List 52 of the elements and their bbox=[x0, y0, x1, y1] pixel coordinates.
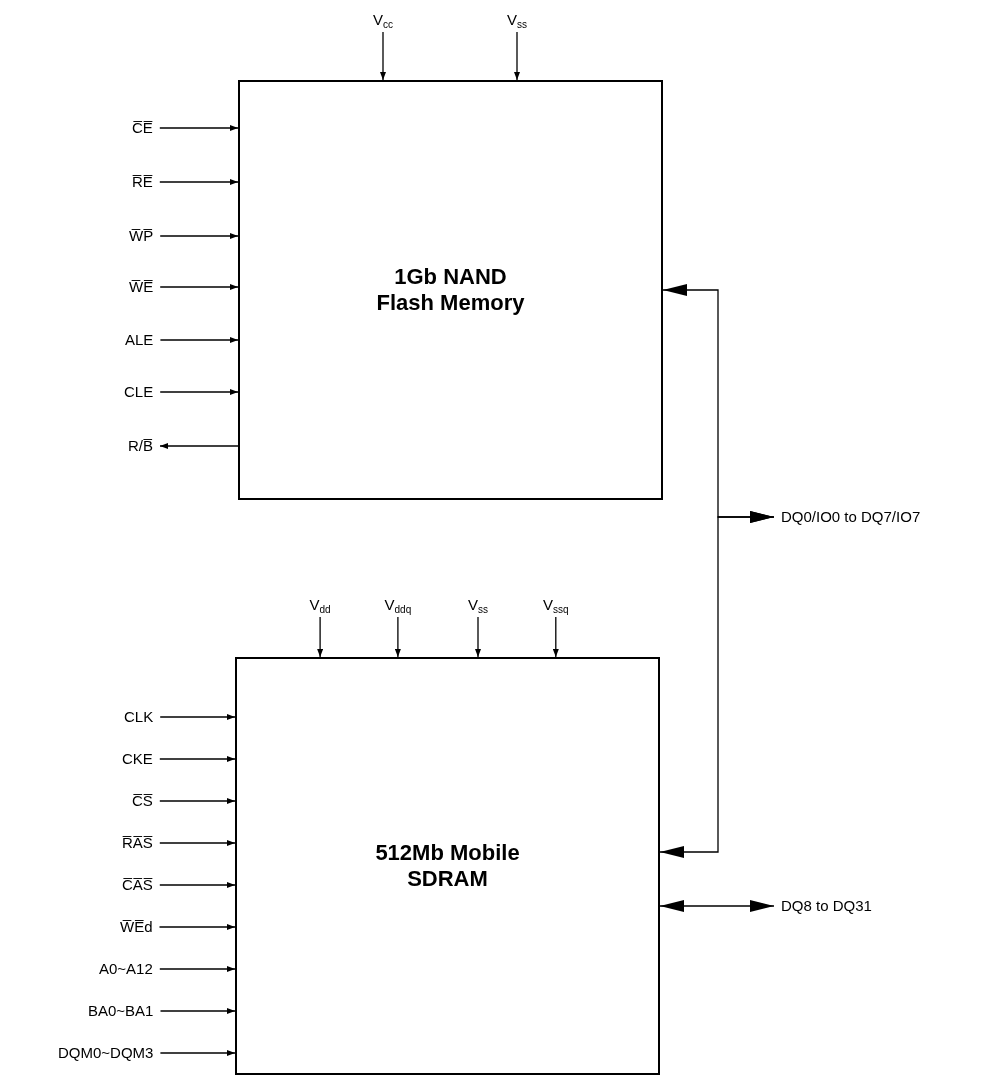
signal-label: DQM0~DQM3 bbox=[51, 1041, 161, 1065]
signal-label: CLE bbox=[117, 380, 161, 404]
signal-arrow bbox=[514, 31, 520, 81]
signal-arrow bbox=[380, 31, 386, 81]
signal-label: V$_{ss}$ bbox=[500, 8, 534, 32]
signal-label: W̅E̅ bbox=[122, 275, 161, 299]
signal-arrow bbox=[159, 966, 236, 972]
signal-arrow bbox=[659, 900, 775, 912]
signal-label: R̅E̅ bbox=[125, 170, 160, 194]
bus-arrow bbox=[659, 511, 775, 858]
signal-label: V$_{dd}$ bbox=[302, 593, 338, 617]
chip-block bbox=[235, 657, 660, 1075]
signal-arrow bbox=[475, 616, 481, 658]
signal-label: V$_{ss}$ bbox=[461, 593, 495, 617]
signal-label: CKE bbox=[115, 747, 160, 771]
signal-label: V$_{ssq}$ bbox=[536, 593, 576, 617]
signal-label: C̅A̅S̅ bbox=[115, 873, 160, 897]
signal-label: CLK bbox=[117, 705, 161, 729]
signal-label: V$_{ddq}$ bbox=[377, 593, 419, 617]
signal-label: R̅A̅S̅ bbox=[115, 831, 160, 855]
signal-label: A0~A12 bbox=[92, 957, 160, 981]
chip-block bbox=[238, 80, 663, 500]
signal-arrow bbox=[159, 798, 236, 804]
signal-arrow bbox=[317, 616, 324, 658]
signal-label: V$_{cc}$ bbox=[366, 8, 400, 32]
chip-name: 1Gb NAND Flash Memory bbox=[375, 264, 526, 316]
signal-arrow bbox=[159, 179, 239, 185]
signal-label: W̅P̅ bbox=[122, 224, 161, 248]
signal-label: R/B̅ bbox=[121, 434, 160, 458]
signal-label: C̅E̅ bbox=[125, 116, 160, 140]
signal-arrow bbox=[159, 714, 236, 720]
signal-arrow bbox=[159, 1050, 236, 1056]
signal-arrow bbox=[394, 616, 401, 658]
signal-label: ALE bbox=[118, 328, 161, 352]
signal-label: W̅E̅d bbox=[113, 915, 160, 939]
signal-label: DQ0/IO0 to DQ7/IO7 bbox=[774, 505, 928, 529]
signal-arrow bbox=[159, 443, 239, 449]
signal-arrow bbox=[552, 616, 559, 658]
chip-name: 512Mb Mobile SDRAM bbox=[374, 840, 521, 892]
signal-arrow bbox=[159, 756, 236, 762]
signal-arrow bbox=[159, 389, 239, 395]
signal-arrow bbox=[159, 1008, 236, 1014]
signal-arrow bbox=[159, 840, 236, 846]
signal-arrow bbox=[159, 337, 239, 343]
signal-label: C̅S̅ bbox=[125, 789, 160, 813]
signal-label: DQ8 to DQ31 bbox=[774, 894, 879, 918]
signal-arrow bbox=[159, 125, 239, 131]
signal-label: BA0~BA1 bbox=[81, 999, 161, 1023]
signal-arrow bbox=[159, 233, 239, 239]
signal-arrow bbox=[158, 924, 236, 930]
signal-arrow bbox=[159, 284, 239, 290]
signal-arrow bbox=[159, 882, 236, 888]
